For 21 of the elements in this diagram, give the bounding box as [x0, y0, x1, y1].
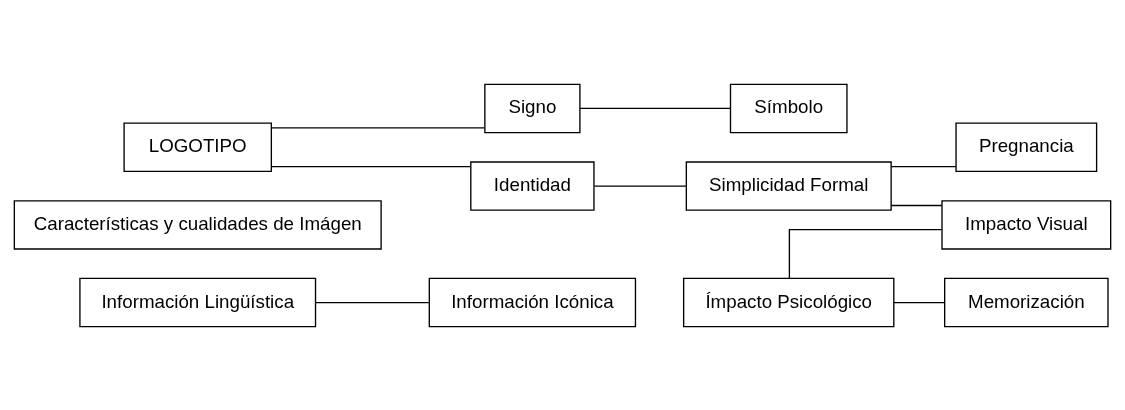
- node-box: Símbolo: [729, 83, 848, 133]
- connector: [315, 301, 430, 303]
- connector: [593, 184, 687, 187]
- node-box: Identidad: [470, 160, 595, 211]
- node-box: Información Icónica: [428, 277, 637, 327]
- node-box: Ímpacto Psicológico: [683, 277, 895, 327]
- node-box: Información Lingüística: [79, 277, 317, 327]
- connector: [893, 301, 946, 303]
- connector: [270, 165, 472, 167]
- node-box: Impacto Visual: [941, 199, 1112, 250]
- connector: [270, 126, 486, 129]
- node-box: Pregnancia: [955, 122, 1098, 172]
- node-box: LOGOTIPO: [123, 122, 273, 172]
- connector: [579, 107, 731, 109]
- node-box: Memorización: [944, 277, 1109, 327]
- connector: [788, 228, 943, 279]
- node-box: Simplicidad Formal: [685, 160, 892, 211]
- node-box: Signo: [484, 83, 581, 133]
- connector: [890, 165, 957, 167]
- connector: [890, 204, 943, 206]
- node-box: Características y cualidades de Imágen: [13, 199, 382, 250]
